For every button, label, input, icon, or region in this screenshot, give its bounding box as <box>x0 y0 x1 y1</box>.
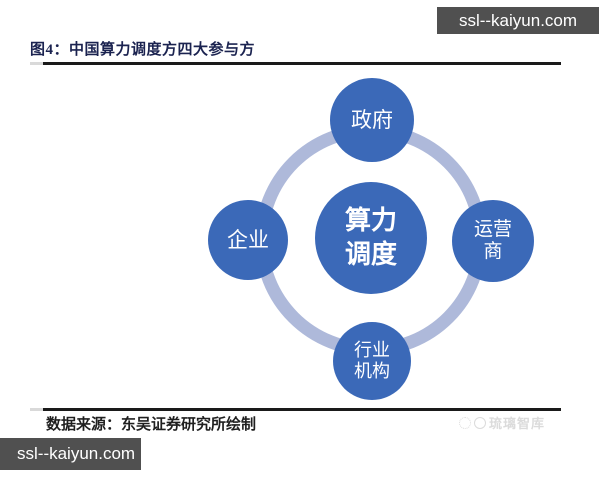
diagram-node-operators: 运营 商 <box>452 200 534 282</box>
watermark-text: ssl--kaiyun.com <box>458 10 578 30</box>
title-divider <box>30 62 561 65</box>
logo-text: 琉璃智库 <box>489 416 546 431</box>
node-label: 政府 <box>351 107 393 132</box>
node-label: 行业 机构 <box>354 340 390 381</box>
diagram-node-government: 政府 <box>330 78 414 162</box>
watermark-top-right: ssl--kaiyun.com <box>437 7 599 34</box>
figure-title: 图4：中国算力调度方四大参与方 <box>30 42 256 58</box>
data-source-note: 数据来源：东吴证券研究所绘制 <box>46 417 257 433</box>
source-divider <box>30 408 561 411</box>
watermark-text: ssl--kaiyun.com <box>17 444 136 463</box>
diagram-node-industry-orgs: 行业 机构 <box>333 322 411 400</box>
watermark-bottom-left: ssl--kaiyun.com <box>0 438 141 470</box>
paw-icon <box>459 416 471 429</box>
site-logo-watermark: 琉璃智库 <box>459 413 545 432</box>
logo-circle-icon <box>474 416 486 429</box>
node-label: 企业 <box>227 227 269 252</box>
diagram-hub-computing-power-scheduling: 算力 调度 <box>315 182 427 294</box>
node-label: 运营 商 <box>473 219 512 262</box>
diagram-node-enterprises: 企业 <box>208 200 288 280</box>
hub-label: 算力 调度 <box>344 206 397 269</box>
